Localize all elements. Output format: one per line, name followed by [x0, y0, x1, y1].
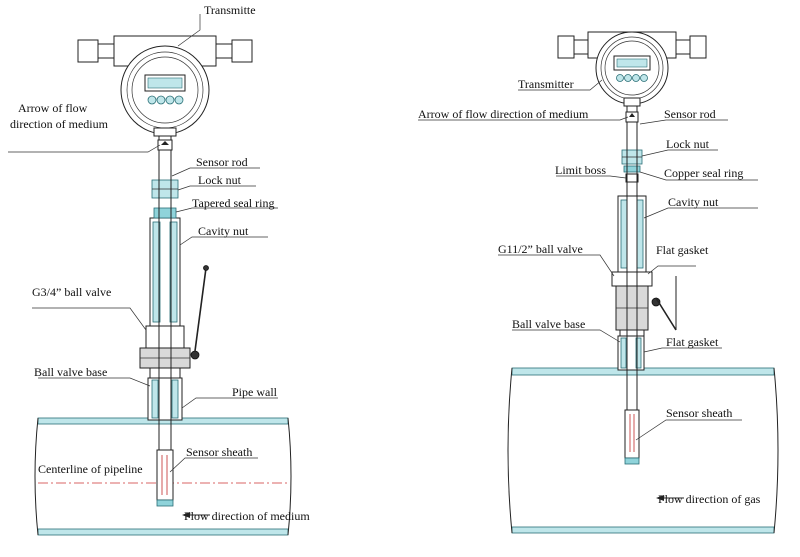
left-label-sensor-sheath: Sensor sheath — [186, 445, 252, 459]
right-flow-arrow — [656, 495, 684, 501]
right-labels: Transmitter Arrow of flow direction of m… — [418, 77, 761, 506]
right-limit-boss — [625, 173, 639, 183]
right-label-transmitter: Transmitter — [518, 77, 574, 91]
right-label-flow-direction: Flow direction of gas — [658, 492, 761, 506]
right-ball-valve — [611, 271, 677, 337]
left-leader-lines — [8, 14, 278, 473]
left-transmitter — [77, 35, 253, 137]
left-lock-nut — [151, 179, 179, 199]
right-label-ball-valve: G11/2” ball valve — [498, 242, 583, 256]
right-pipe — [507, 367, 779, 534]
left-label-ball-valve: G3/4” ball valve — [32, 285, 111, 299]
left-label-tapered-seal-ring: Tapered seal ring — [192, 196, 274, 210]
left-label-cavity-nut: Cavity nut — [198, 224, 249, 238]
left-label-arrow-flow-line2: direction of medium — [10, 117, 109, 131]
right-sensor-rod — [625, 104, 639, 410]
left-label-transmitter: Transmitte — [204, 3, 256, 17]
right-label-sensor-sheath: Sensor sheath — [666, 406, 732, 420]
left-label-lock-nut: Lock nut — [198, 173, 242, 187]
right-installation-diagram: Transmitter Arrow of flow direction of m… — [418, 31, 779, 534]
left-tapered-seal-ring — [153, 207, 177, 219]
left-flow-arrow — [182, 512, 210, 518]
right-sensor-sheath — [624, 409, 640, 465]
right-label-arrow-flow: Arrow of flow direction of medium — [418, 107, 589, 121]
left-sensor-rod — [157, 132, 173, 450]
left-sensor-sheath — [156, 449, 174, 507]
right-label-copper-seal-ring: Copper seal ring — [664, 166, 743, 180]
left-labels: Transmitte Arrow of flow direction of me… — [10, 3, 310, 523]
right-lock-nut — [621, 149, 643, 165]
left-label-flow-direction: Flow direction of medium — [184, 509, 310, 523]
right-transmitter-display — [616, 58, 648, 68]
right-label-ball-valve-base: Ball valve base — [512, 317, 585, 331]
left-label-sensor-rod: Sensor rod — [196, 155, 248, 169]
left-cavity-nut — [149, 217, 181, 327]
left-label-pipe-wall: Pipe wall — [232, 385, 278, 399]
right-copper-seal-ring — [623, 165, 641, 173]
right-label-limit-boss: Limit boss — [555, 163, 606, 177]
left-installation-diagram: Transmitte Arrow of flow direction of me… — [8, 3, 310, 536]
right-cavity-nut — [617, 195, 647, 273]
right-label-sensor-rod: Sensor rod — [664, 107, 716, 121]
left-label-centerline: Centerline of pipeline — [38, 462, 143, 476]
left-label-ball-valve-base: Ball valve base — [34, 365, 107, 379]
left-transmitter-display — [147, 77, 183, 89]
right-leader-lines — [418, 79, 758, 441]
right-ball-valve-base — [617, 335, 645, 371]
right-label-cavity-nut: Cavity nut — [668, 195, 719, 209]
left-ball-valve-base — [147, 377, 183, 421]
right-label-flat-gasket-bottom: Flat gasket — [666, 335, 719, 349]
right-label-flat-gasket-top: Flat gasket — [656, 243, 709, 257]
left-label-arrow-flow-line1: Arrow of flow — [18, 101, 88, 115]
right-transmitter — [557, 31, 707, 107]
right-label-lock-nut: Lock nut — [666, 137, 710, 151]
